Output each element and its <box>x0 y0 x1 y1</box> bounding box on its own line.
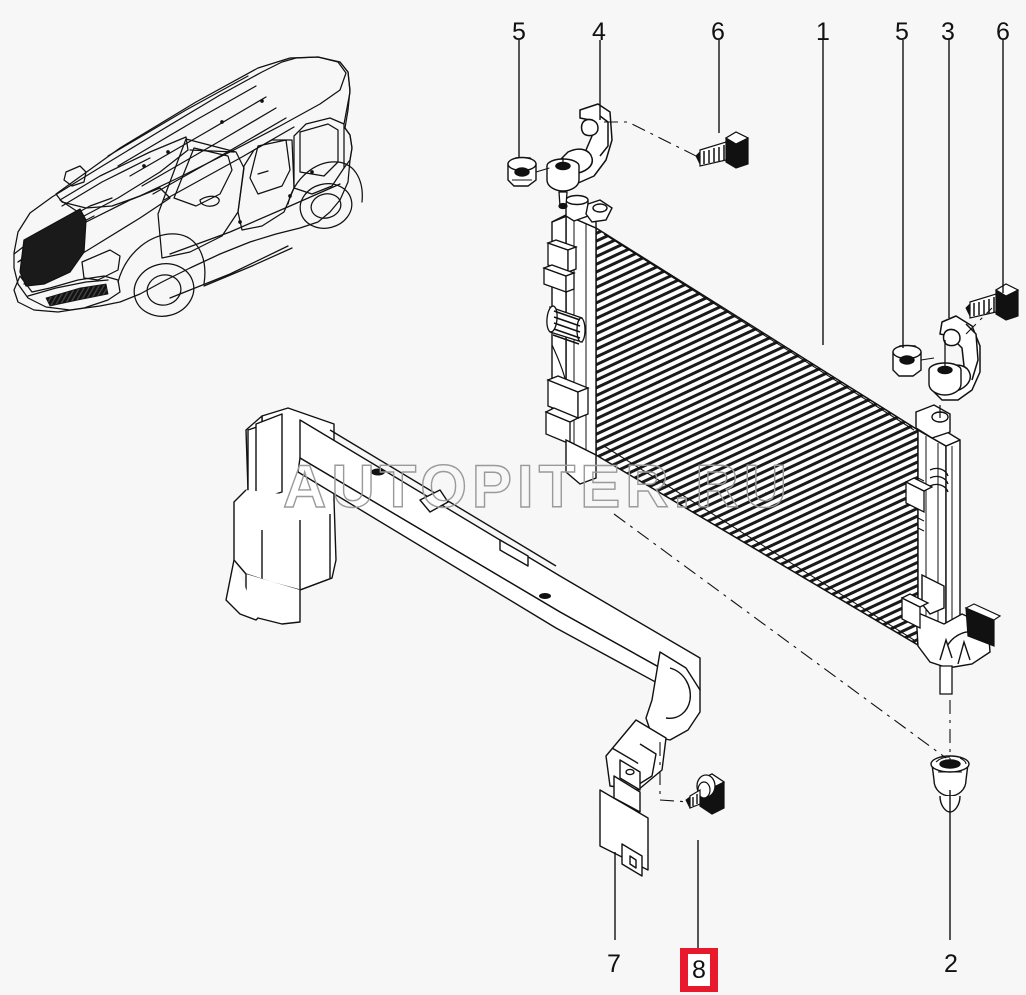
callout-label-8: 8 <box>692 955 706 984</box>
callout-label-3[interactable]: 3 <box>941 18 955 46</box>
callout-label-7[interactable]: 7 <box>607 950 621 978</box>
air-deflector-assembly <box>225 407 701 877</box>
callout-label-8-highlight[interactable]: 8 <box>680 948 718 992</box>
callout-label-6-right[interactable]: 6 <box>996 18 1010 46</box>
callout-8-inner: 8 <box>688 954 710 986</box>
bracket-bushing-right <box>928 340 962 396</box>
bolt-upper-left <box>695 131 750 169</box>
callout-label-2[interactable]: 2 <box>944 950 958 978</box>
radiator-upper-bushing-right <box>892 344 922 377</box>
callout-leaders <box>518 40 1004 948</box>
assembly-axis-lines <box>535 121 993 803</box>
callout-label-5-left[interactable]: 5 <box>512 18 526 46</box>
bracket-bushing-left <box>546 158 580 192</box>
callout-label-5-right[interactable]: 5 <box>895 18 909 46</box>
callout-label-4[interactable]: 4 <box>592 18 606 46</box>
callout-label-1[interactable]: 1 <box>816 18 830 46</box>
bolt-upper-right <box>965 283 1020 321</box>
callout-label-6-left[interactable]: 6 <box>711 18 725 46</box>
radiator-upper-bushing-left <box>507 156 537 187</box>
vehicle-illustration <box>13 56 363 317</box>
screw-lower <box>685 773 726 815</box>
